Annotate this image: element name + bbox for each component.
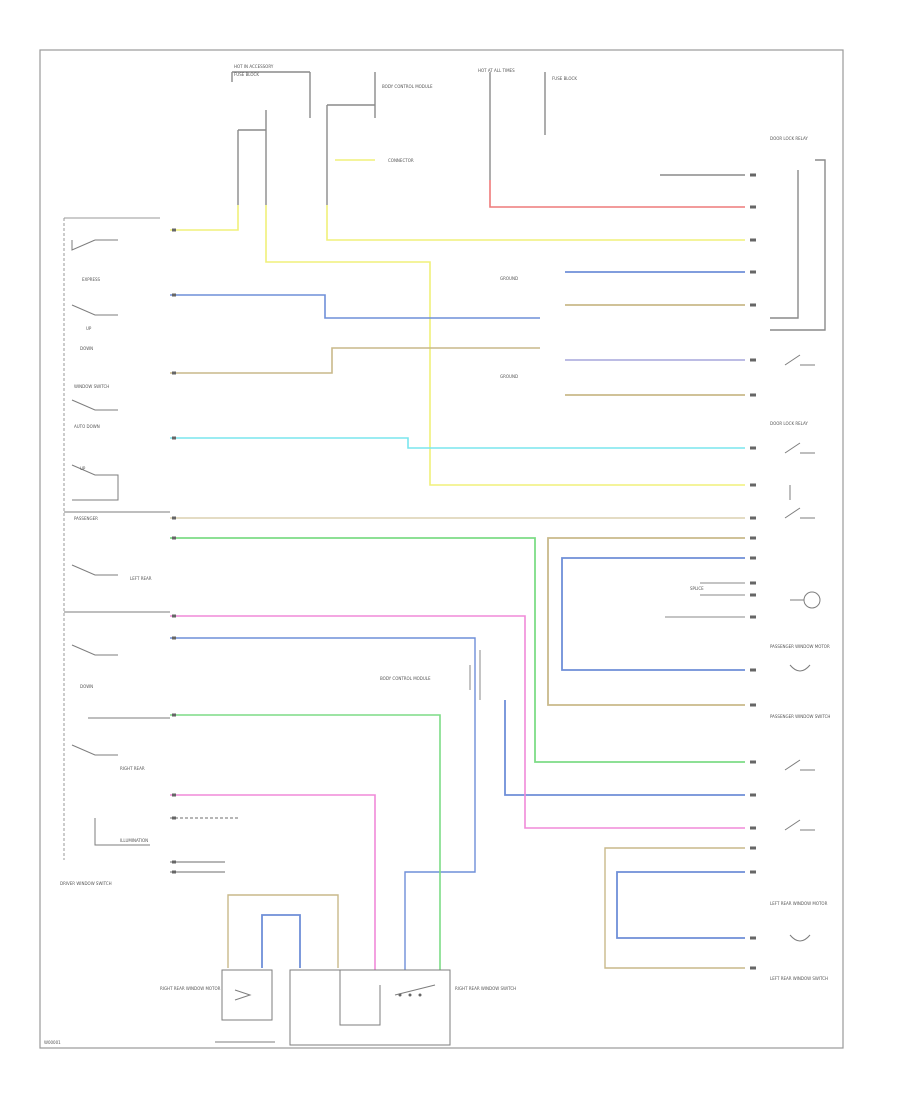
terminal-right — [750, 870, 756, 874]
terminal-left — [172, 436, 176, 440]
terminal-left — [172, 816, 176, 820]
label-right-rear: RIGHT REAR — [120, 766, 145, 771]
terminal-right — [750, 303, 756, 307]
window-switch-contacts-right — [784, 354, 815, 831]
label-hot-at-all-times: HOT AT ALL TIMES — [478, 68, 515, 73]
label-ground-a: GROUND — [500, 276, 518, 281]
terminal-right — [750, 581, 756, 585]
terminal-right — [750, 760, 756, 764]
wire-tan — [170, 304, 745, 969]
label-bcm-mid: BODY CONTROL MODULE — [380, 676, 431, 681]
terminal-right — [750, 536, 756, 540]
label-pass-motor: PASSENGER WINDOW MOTOR — [770, 644, 830, 649]
label-fuse-block-b: FUSE BLOCK — [552, 76, 577, 81]
terminal-right — [750, 668, 756, 672]
terminal-right — [750, 703, 756, 707]
terminal-right — [750, 446, 756, 450]
wire-green — [170, 537, 745, 970]
right-rear-window-switch — [289, 969, 451, 1046]
terminal-left — [172, 536, 176, 540]
passenger-window-motor-symbol — [790, 591, 821, 609]
terminal-left — [172, 516, 176, 520]
terminal-left — [172, 228, 176, 232]
terminal-right — [750, 556, 756, 560]
label-up-1: UP — [86, 326, 92, 331]
terminal-right — [750, 615, 756, 619]
motor-symbols — [789, 664, 811, 942]
terminal-right — [750, 593, 756, 597]
label-rr-switch: RIGHT REAR WINDOW SWITCH — [455, 986, 516, 991]
diagram-frame — [39, 49, 844, 1049]
wire-cyan — [170, 437, 745, 449]
terminal-right — [750, 173, 756, 177]
label-lr-motor: LEFT REAR WINDOW MOTOR — [770, 901, 828, 906]
label-bcm-top: BODY CONTROL MODULE — [382, 84, 433, 89]
label-ground-b: GROUND — [500, 374, 518, 379]
label-connector-top: CONNECTOR — [388, 158, 414, 163]
label-door-lock-relay: DOOR LOCK RELAY — [770, 136, 808, 141]
right-rear-window-motor — [215, 969, 275, 1043]
terminal-right — [750, 393, 756, 397]
wire-yellow — [170, 159, 745, 486]
grey-leads — [170, 582, 745, 873]
wire-red — [489, 180, 745, 208]
label-fuse-block-a: FUSE BLOCK — [234, 72, 259, 77]
label-passenger: PASSENGER — [74, 516, 98, 521]
label-down-1: DOWN — [80, 346, 93, 351]
terminal-right — [750, 483, 756, 487]
terminal-left — [172, 870, 176, 874]
label-down-2: DOWN — [80, 684, 93, 689]
terminal-right — [750, 270, 756, 274]
label-auto-down: AUTO DOWN — [74, 424, 100, 429]
label-lr-switch: LEFT REAR WINDOW SWITCH — [770, 976, 828, 981]
terminal-left — [172, 293, 176, 297]
wire-pink — [170, 615, 745, 970]
terminal-left — [172, 636, 176, 640]
terminal-left — [172, 793, 176, 797]
terminal-left — [172, 860, 176, 864]
label-up-2: UP — [80, 466, 86, 471]
terminal-right — [750, 205, 756, 209]
terminal-right — [750, 358, 756, 362]
terminal-right — [750, 966, 756, 970]
connector-terminals-left — [172, 228, 176, 874]
label-illumination: ILLUMINATION — [120, 838, 148, 843]
diagram-labels: HOT IN ACCESSORY FUSE BLOCK BODY CONTROL… — [44, 64, 830, 1045]
terminal-right — [750, 793, 756, 797]
label-splice: SPLICE — [690, 586, 704, 591]
terminal-left — [172, 713, 176, 717]
terminal-right — [750, 936, 756, 940]
label-hot-accessory: HOT IN ACCESSORY — [234, 64, 274, 69]
switch-contacts — [64, 239, 170, 846]
terminal-right — [750, 826, 756, 830]
page-code: W00001 — [44, 1040, 61, 1045]
terminal-right — [750, 516, 756, 520]
label-left-rear: LEFT REAR — [130, 576, 152, 581]
label-pass-switch: PASSENGER WINDOW SWITCH — [770, 714, 830, 719]
wire-blue — [170, 271, 745, 970]
terminal-right — [750, 238, 756, 242]
label-door-lock-relay-2: DOOR LOCK RELAY — [770, 421, 808, 426]
label-window-switch: WINDOW SWITCH — [74, 384, 109, 389]
terminal-right — [750, 846, 756, 850]
label-driver-window-switch: DRIVER WINDOW SWITCH — [60, 881, 112, 886]
terminal-left — [172, 614, 176, 618]
label-rr-motor: RIGHT REAR WINDOW MOTOR — [160, 986, 221, 991]
terminal-left — [172, 371, 176, 375]
fuse-block-wiring — [231, 71, 826, 331]
label-express: EXPRESS — [82, 277, 101, 282]
connector-terminals-right — [750, 173, 756, 970]
